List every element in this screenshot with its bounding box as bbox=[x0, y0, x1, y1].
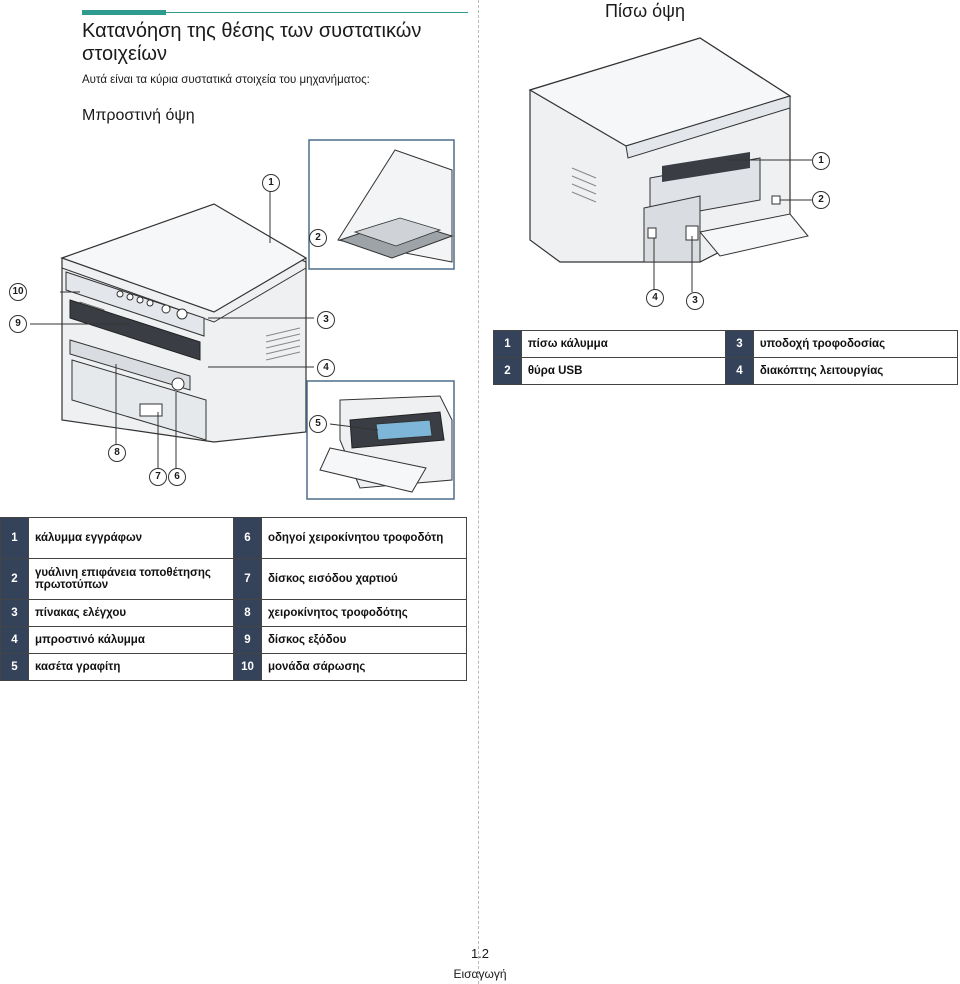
part-number: 8 bbox=[232, 599, 262, 627]
front-callout-4: 4 bbox=[317, 359, 335, 377]
table-row: 4 μπροστινό κάλυμμα 9 δίσκος εξόδου bbox=[0, 626, 468, 654]
part-number: 2 bbox=[0, 558, 29, 600]
table-row: 2 θύρα USB 4 διακόπτης λειτουργίας bbox=[493, 357, 959, 385]
part-label: διακόπτης λειτουργίας bbox=[752, 357, 959, 385]
rear-callout-4: 4 bbox=[646, 289, 664, 307]
table-row: 3 πίνακας ελέγχου 8 χειροκίνητος τροφοδό… bbox=[0, 599, 468, 627]
rear-callout-3: 3 bbox=[686, 292, 704, 310]
page-title: Κατανόηση της θέσης των συστατικών στοιχ… bbox=[82, 20, 422, 65]
part-label: χειροκίνητος τροφοδότης bbox=[260, 599, 468, 627]
part-label: δίσκος εξόδου bbox=[260, 626, 468, 654]
table-row: 1 πίσω κάλυμμα 3 υποδοχή τροφοδοσίας bbox=[493, 330, 959, 358]
table-row: 1 κάλυμμα εγγράφων 6 οδηγοί χειροκίνητου… bbox=[0, 517, 468, 559]
front-callout-1: 1 bbox=[262, 174, 280, 192]
front-callout-7: 7 bbox=[149, 468, 167, 486]
part-label: πίσω κάλυμμα bbox=[520, 330, 726, 358]
front-parts-table: 1 κάλυμμα εγγράφων 6 οδηγοί χειροκίνητου… bbox=[0, 517, 468, 681]
table-row: 2 γυάλινη επιφάνεια τοποθέτησης πρωτοτύπ… bbox=[0, 558, 468, 600]
part-number: 9 bbox=[232, 626, 262, 654]
front-callout-8: 8 bbox=[108, 444, 126, 462]
part-label: πίνακας ελέγχου bbox=[27, 599, 234, 627]
part-label: κάλυμμα εγγράφων bbox=[27, 517, 234, 559]
rear-callout-2: 2 bbox=[812, 191, 830, 209]
rear-parts-table: 1 πίσω κάλυμμα 3 υποδοχή τροφοδοσίας 2 θ… bbox=[493, 330, 959, 385]
part-number: 4 bbox=[724, 357, 754, 385]
part-number: 4 bbox=[0, 626, 29, 654]
part-number: 3 bbox=[724, 330, 754, 358]
front-callout-9: 9 bbox=[9, 315, 27, 333]
rear-view-heading: Πίσω όψη bbox=[604, 1, 685, 21]
part-label: μπροστινό κάλυμμα bbox=[27, 626, 234, 654]
front-view-heading: Μπροστινή όψη bbox=[82, 107, 195, 124]
part-label: κασέτα γραφίτη bbox=[27, 653, 234, 681]
part-number: 2 bbox=[493, 357, 522, 385]
part-number: 1 bbox=[493, 330, 522, 358]
part-label: οδηγοί χειροκίνητου τροφοδότη bbox=[260, 517, 468, 559]
front-callout-3: 3 bbox=[317, 311, 335, 329]
page-number: 1.2 bbox=[470, 946, 490, 961]
part-number: 3 bbox=[0, 599, 29, 627]
part-label: υποδοχή τροφοδοσίας bbox=[752, 330, 959, 358]
front-callout-5: 5 bbox=[309, 415, 327, 433]
part-label: μονάδα σάρωσης bbox=[260, 653, 468, 681]
part-label: γυάλινη επιφάνεια τοποθέτησης πρωτοτύπων bbox=[27, 558, 234, 600]
section-name: Εισαγωγή bbox=[453, 967, 507, 981]
header-accent-bar bbox=[82, 10, 166, 15]
front-callout-6: 6 bbox=[168, 468, 186, 486]
rear-callout-1: 1 bbox=[812, 152, 830, 170]
front-printer-illustration bbox=[30, 139, 455, 500]
front-callout-2: 2 bbox=[309, 229, 327, 247]
table-row: 5 κασέτα γραφίτη 10 μονάδα σάρωσης bbox=[0, 653, 468, 681]
part-label: δίσκος εισόδου χαρτιού bbox=[260, 558, 468, 600]
header-rule bbox=[166, 12, 468, 13]
rear-printer-illustration bbox=[528, 37, 812, 292]
page-subtitle: Αυτά είναι τα κύρια συστατικά στοιχεία τ… bbox=[82, 74, 370, 86]
column-divider bbox=[478, 0, 479, 984]
part-number: 7 bbox=[232, 558, 262, 600]
part-number: 1 bbox=[0, 517, 29, 559]
part-number: 10 bbox=[232, 653, 262, 681]
front-callout-10: 10 bbox=[9, 283, 27, 301]
part-number: 5 bbox=[0, 653, 29, 681]
part-label: θύρα USB bbox=[520, 357, 726, 385]
part-number: 6 bbox=[232, 517, 262, 559]
